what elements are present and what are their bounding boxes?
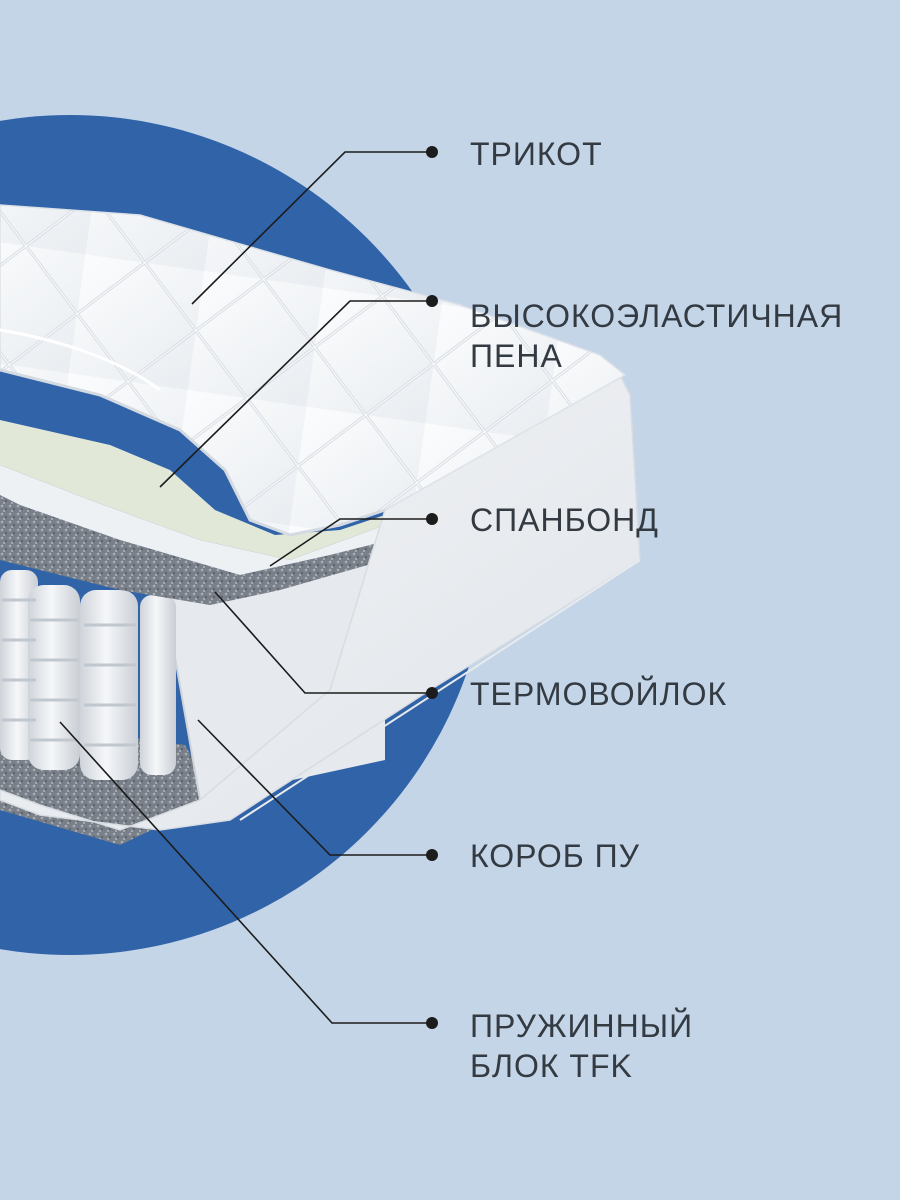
label-spring-block: ПРУЖИННЫЙ БЛОК TFK <box>470 1008 694 1084</box>
leader-line-spring <box>59 721 432 1024</box>
marker-dot-spring <box>426 1017 438 1029</box>
leader-line-foam <box>159 300 432 488</box>
label-spunbond: СПАНБОНД <box>470 502 659 538</box>
label-thermofelt: ТЕРМОВОЙЛОК <box>470 676 728 712</box>
foam-layer <box>0 420 385 560</box>
marker-dot-spanbond <box>426 513 438 525</box>
marker-dot-foam <box>426 295 438 307</box>
label-trikot: ТРИКОТ <box>470 136 603 172</box>
spring-block <box>0 570 176 780</box>
marker-dot-felt <box>426 687 438 699</box>
leader-line-box <box>197 719 432 856</box>
marker-dot-trikot <box>426 146 438 158</box>
leader-line-trikot <box>191 151 432 305</box>
spunbond-layer <box>0 465 390 575</box>
leader-line-felt <box>214 591 432 694</box>
leader-line-spanbond <box>269 518 432 567</box>
mattress-side <box>0 373 641 831</box>
marker-dot-box <box>426 849 438 861</box>
leader-lines <box>59 151 432 1024</box>
label-pu-box: КОРОБ ПУ <box>470 838 640 874</box>
thermofelt-layer <box>0 495 390 605</box>
label-high-elastic-foam: ВЫСОКОЭЛАСТИЧНАЯ ПЕНА <box>470 298 844 374</box>
